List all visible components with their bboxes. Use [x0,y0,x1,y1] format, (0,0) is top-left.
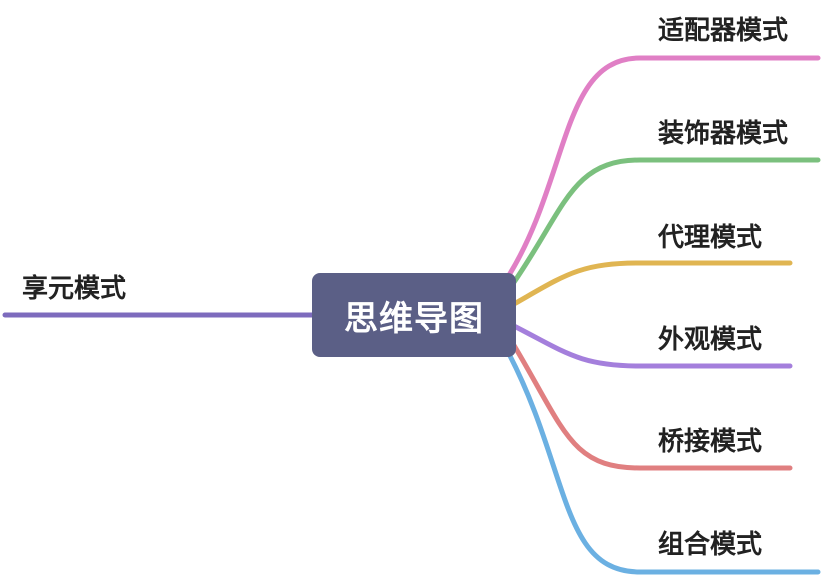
connector-composite [505,349,821,575]
branch-label-proxy[interactable]: 代理模式 [658,223,763,253]
branch-label-composite[interactable]: 组合模式 [658,530,763,560]
connector-decorator [507,157,821,291]
branch-label-decorator[interactable]: 装饰器模式 [658,119,789,149]
branch-label-flyweight[interactable]: 享元模式 [22,274,127,304]
branch-label-bridge[interactable]: 桥接模式 [658,427,763,457]
branch-label-adapter[interactable]: 适配器模式 [658,16,789,46]
central-topic-label: 思维导图 [344,298,484,339]
connector-bridge [509,339,793,471]
connector-adapter [503,55,821,283]
connector-proxy [511,260,793,307]
connector-facade [511,323,793,369]
branch-label-facade[interactable]: 外观模式 [658,325,763,355]
central-topic-node[interactable]: 思维导图 [312,273,516,357]
